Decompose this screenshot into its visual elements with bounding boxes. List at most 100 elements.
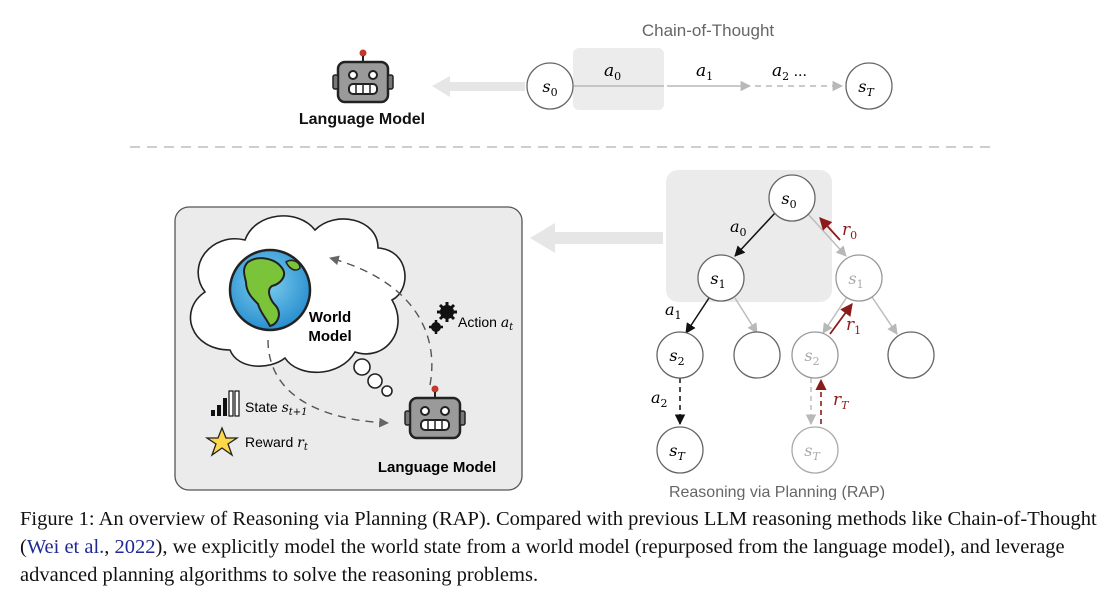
signal-bars-icon: [211, 390, 240, 417]
caption-part2: ), we explicitly model the world state f…: [20, 536, 1065, 586]
cot-highlight: [573, 48, 664, 110]
svg-text:s1: s1: [848, 269, 863, 291]
edge-left-ll: [685, 297, 710, 334]
robot-icon: [332, 49, 394, 104]
tree-r-leaf-label: s: [804, 441, 812, 460]
tree-node-r-leaf: [791, 426, 839, 474]
citation-author-link[interactable]: Wei et al.: [26, 536, 105, 558]
tree-node-root: [768, 174, 816, 222]
action-label: Action: [458, 314, 497, 330]
tree-edge-a1: a: [665, 300, 675, 319]
reward-var: r: [297, 435, 305, 451]
gears-icon: [429, 302, 457, 334]
tree-edge-a2: a: [651, 388, 661, 407]
tree-node-rr: [887, 331, 935, 379]
cot-node-s0: [526, 62, 574, 110]
state-loop-arrow: [267, 339, 389, 428]
figure-caption: Figure 1: An overview of Reasoning via P…: [20, 505, 1105, 589]
svg-text:State st+1: State st+1: [245, 399, 308, 418]
reward-arrow-r0: [819, 217, 841, 241]
svg-text:sT: sT: [669, 441, 686, 463]
cot-big-arrow: [432, 76, 525, 97]
globe-icon: [228, 248, 312, 332]
svg-text:sT: sT: [858, 77, 875, 99]
svg-text:a2: a2: [651, 388, 668, 410]
state-var: s: [282, 400, 289, 416]
tree-node-l-leaf: [656, 426, 704, 474]
action-loop-arrow: [329, 255, 433, 386]
tree-node-right: [835, 254, 883, 302]
star-icon: [204, 426, 240, 457]
cot-node-sT-label: s: [858, 77, 866, 96]
tree-root-sub: 0: [790, 198, 797, 211]
world-model-line2: Model: [308, 328, 351, 345]
tree-rl-label: s: [804, 346, 812, 365]
rap-title: Reasoning via Planning (RAP): [669, 484, 885, 500]
tree-node-rl: [791, 331, 839, 379]
tree-rl-sub: 2: [813, 355, 820, 368]
svg-text:r1: r1: [846, 315, 861, 337]
state-sub: t+1: [289, 407, 308, 418]
svg-text:rT: rT: [833, 390, 850, 412]
svg-text:s2: s2: [669, 346, 684, 368]
tree-edge-a1-sub: 1: [675, 309, 682, 322]
cot-a1-sub: 1: [706, 70, 713, 83]
cot-node-s0-sub: 0: [551, 86, 558, 99]
tree-l-leaf-label: s: [669, 441, 677, 460]
edge-left-lr: [734, 297, 758, 334]
svg-text:s0: s0: [542, 77, 557, 99]
edge-root-left: [734, 212, 776, 257]
svg-text:s2: s2: [804, 346, 819, 368]
cot-a2-sub: 2: [782, 70, 789, 83]
tree-edge-a2-sub: 2: [661, 397, 668, 410]
tree-reward-r0-sub: 0: [850, 229, 857, 242]
cot-a2: a: [772, 61, 782, 81]
svg-text:Action at: Action at: [458, 314, 514, 333]
edge-root-right: [807, 213, 847, 257]
cot-node-sT-sub: T: [866, 86, 875, 99]
robot-icon: [404, 385, 466, 440]
tree-right-sub: 1: [857, 278, 864, 291]
svg-text:a0: a0: [604, 61, 621, 83]
svg-text:sT: sT: [804, 441, 821, 463]
svg-text:Reward rt: Reward rt: [245, 434, 309, 453]
edge-right-rr: [871, 296, 898, 335]
tree-left-sub: 1: [719, 278, 726, 291]
tree-right-label: s: [848, 269, 856, 288]
state-label: State: [245, 399, 278, 415]
cot-node-s0-label: s: [542, 77, 550, 96]
tree-left-label: s: [710, 269, 718, 288]
tree-edge-a0-sub: 0: [740, 226, 747, 239]
tree-node-left: [697, 254, 745, 302]
caption-part1: Figure 1: An overview of Reasoning via P…: [20, 508, 1097, 558]
tree-ll-sub: 2: [678, 355, 685, 368]
svg-text:a1: a1: [665, 300, 682, 322]
svg-text:r0: r0: [842, 220, 857, 242]
cot-node-sT: [845, 62, 893, 110]
tree-root-label: s: [781, 189, 789, 208]
caption-cite-sep: ,: [104, 536, 115, 558]
action-sub: t: [509, 322, 514, 333]
rap-model-label: Language Model: [378, 459, 496, 476]
cot-model-label: Language Model: [299, 111, 425, 128]
tree-reward-r1-sub: 1: [854, 324, 861, 337]
tree-reward-r1: r: [846, 315, 855, 335]
cot-a2-suffix: ...: [789, 64, 807, 80]
reward-sub: t: [304, 442, 309, 453]
svg-text:a1: a1: [696, 61, 713, 83]
tree-node-lr: [733, 331, 781, 379]
reward-label: Reward: [245, 434, 293, 450]
tree-l-leaf-sub: T: [677, 450, 686, 463]
svg-text:a0: a0: [730, 217, 747, 239]
figure-diagram: Chain-of-Thought Language Model s0 sT a0…: [130, 21, 990, 500]
svg-text:s0: s0: [781, 189, 796, 211]
tree-edge-a0: a: [730, 217, 740, 236]
tree-node-ll: [656, 331, 704, 379]
cot-a0: a: [604, 61, 614, 81]
tree-reward-rT: r: [833, 390, 842, 410]
reward-arrow-r1: [829, 302, 853, 335]
rap-big-arrow: [530, 223, 663, 253]
cot-a0-sub: 0: [614, 70, 621, 83]
tree-reward-rT-sub: T: [841, 399, 850, 412]
citation-year-link[interactable]: 2022: [114, 536, 156, 558]
